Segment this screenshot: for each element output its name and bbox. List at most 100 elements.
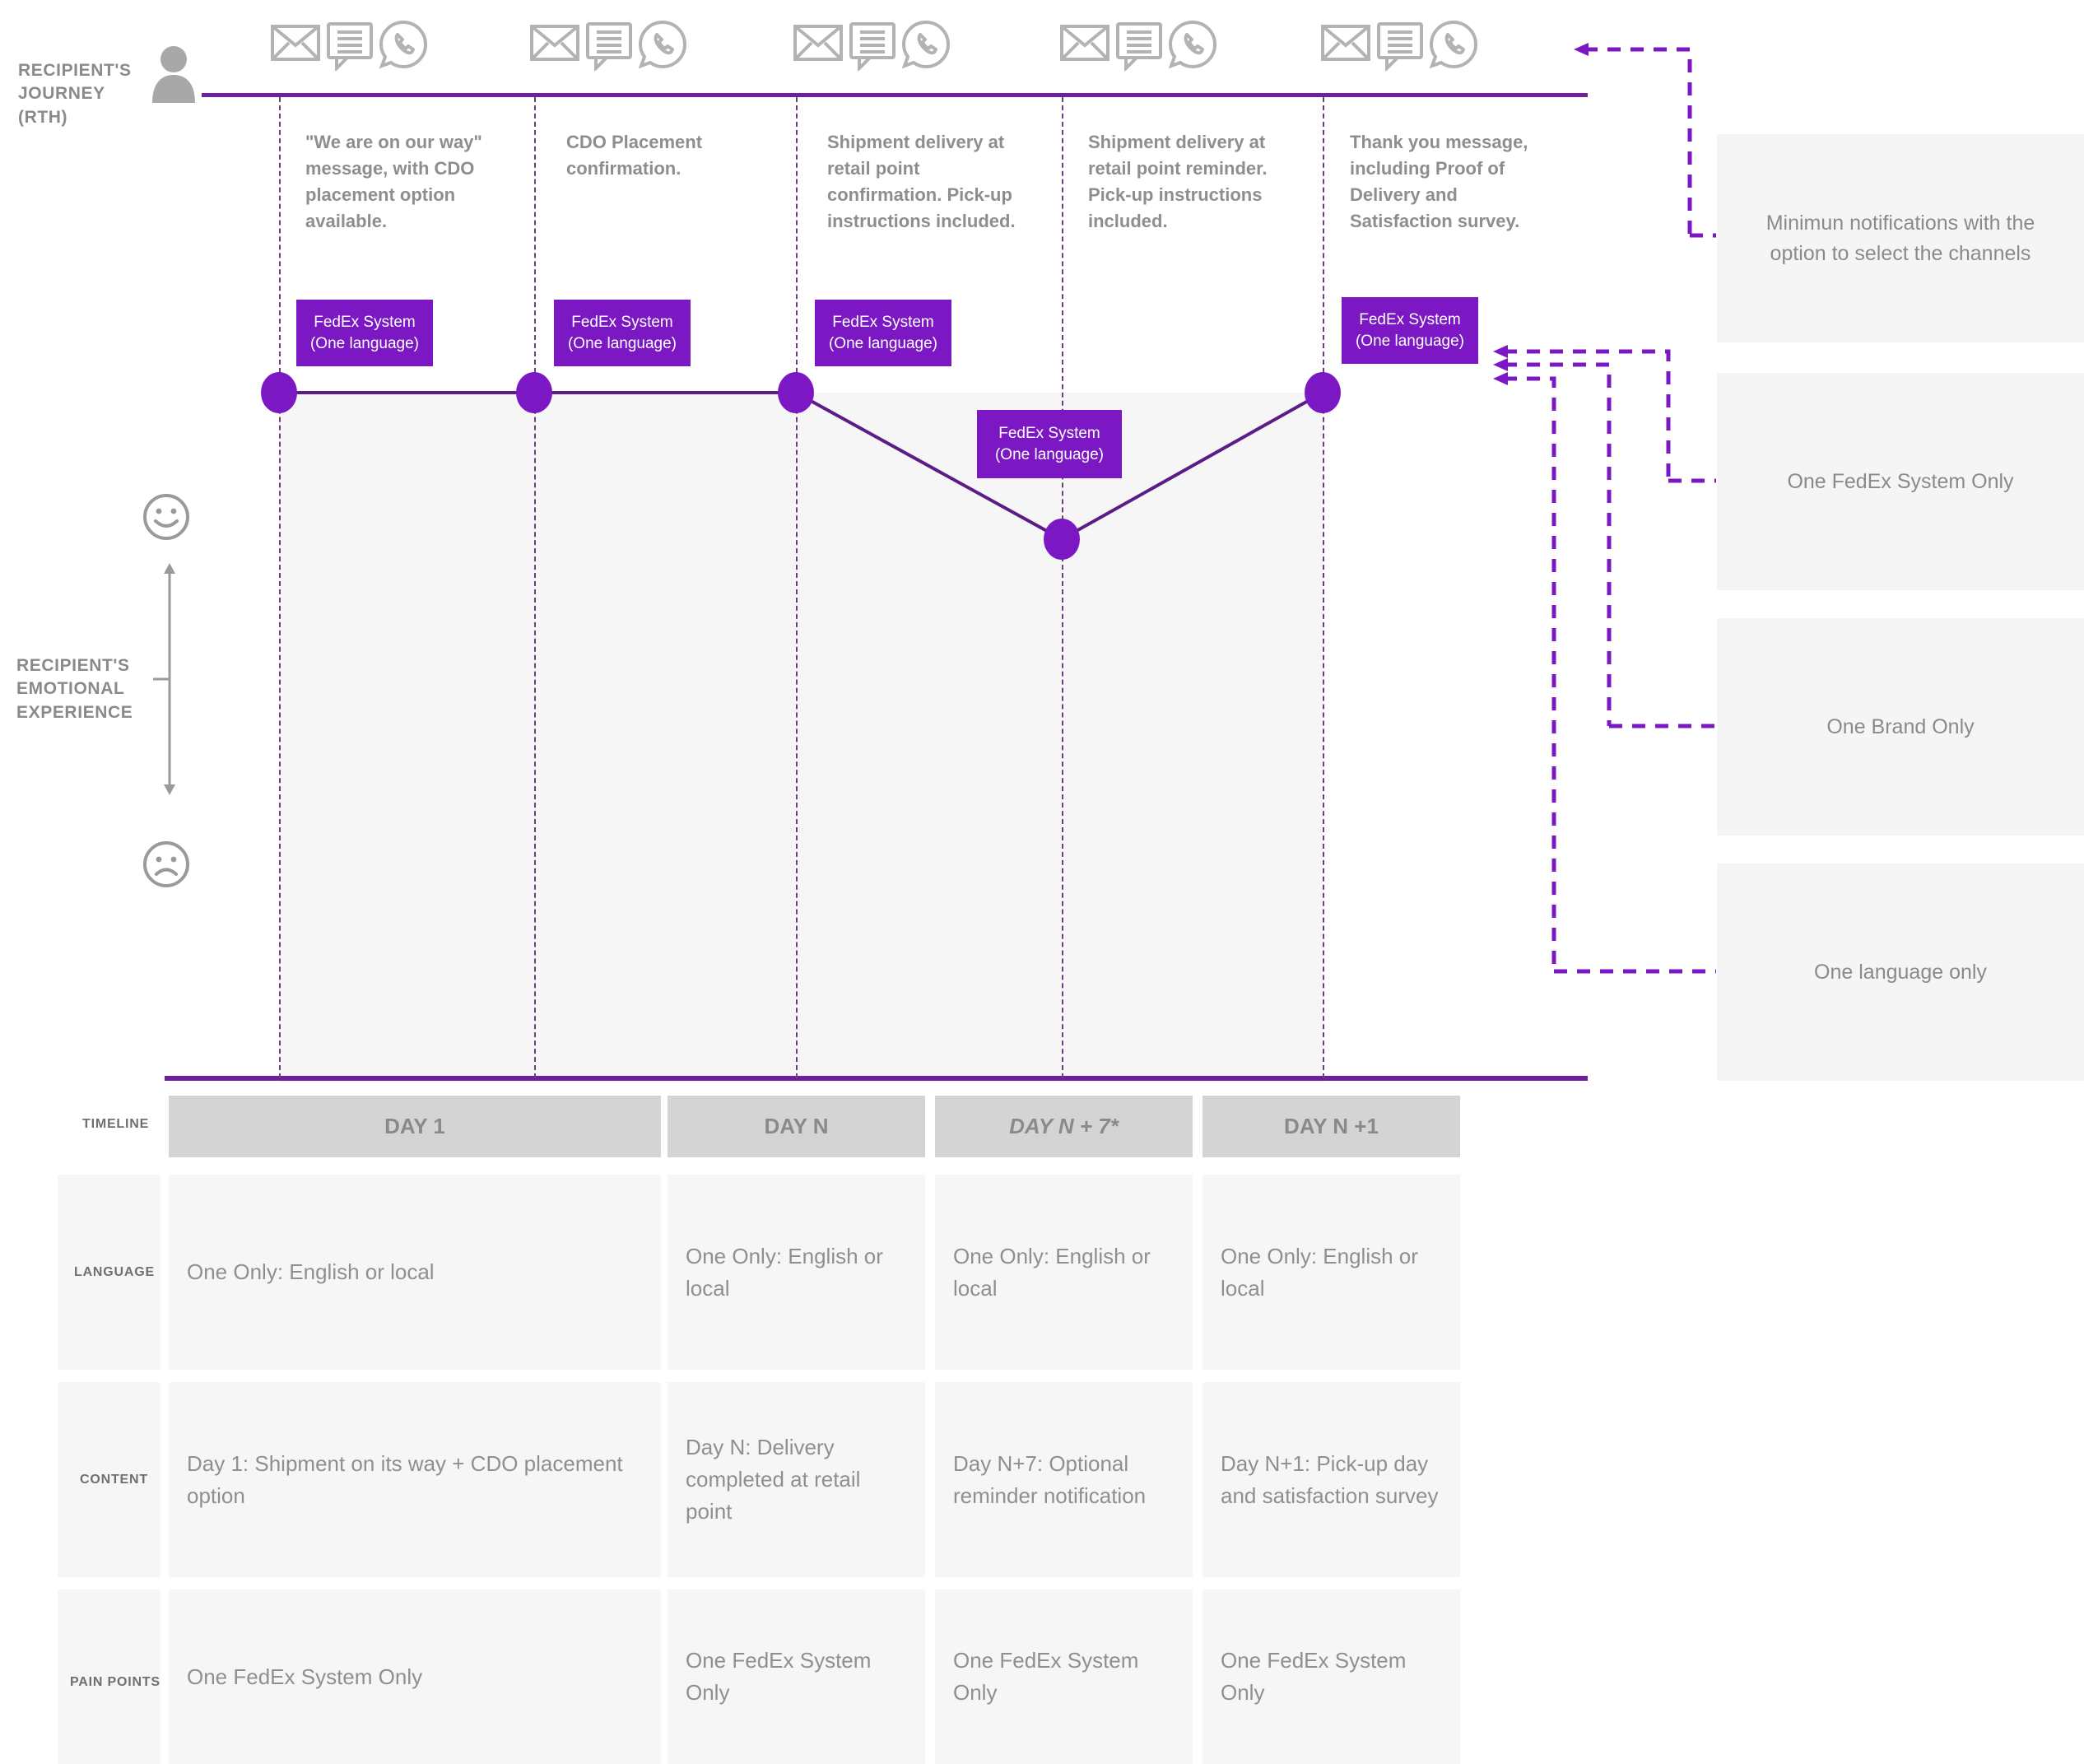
email-icon (1321, 25, 1370, 61)
matrix-cell-pain-dayn1: One FedEx System Only (1202, 1589, 1460, 1764)
phone-call-icon (1168, 20, 1217, 69)
matrix-row-label-language: LANGUAGE (74, 1265, 155, 1279)
timeline-cell-label: DAY 1 (384, 1114, 445, 1138)
timeline-cell-day-n[interactable]: DAY N (668, 1096, 925, 1157)
fedex-tag-line-1: FedEx System (832, 313, 934, 331)
channel-icons-group-4 (1059, 20, 1217, 71)
channel-icons-group-5 (1320, 20, 1478, 71)
sms-chat-icon (327, 22, 373, 71)
email-icon (271, 25, 320, 61)
connector-arrow-3 (1493, 358, 1508, 371)
phone-call-icon (379, 20, 428, 69)
fedex-system-tag-5: FedEx System (One language) (1342, 297, 1478, 364)
matrix-cell-text: One FedEx System Only (686, 1648, 872, 1705)
matrix-cell-pain-dayn7: One FedEx System Only (935, 1589, 1193, 1764)
phone-call-icon (638, 20, 687, 69)
connector-arrow-1 (1574, 43, 1589, 56)
fedex-tag-line-2: (One language) (994, 445, 1105, 463)
matrix-cell-text: One Only: English or local (1221, 1243, 1418, 1301)
matrix-row-label-cell-content (58, 1382, 160, 1577)
matrix-cell-language-dayn7: One Only: English or local (935, 1175, 1193, 1370)
column-divider-1 (279, 97, 281, 1078)
timeline-cell-day-n-plus-7[interactable]: DAY N + 7* (935, 1096, 1193, 1157)
sms-chat-icon (1116, 22, 1162, 71)
email-icon (793, 25, 843, 61)
requirement-card-one-fedex-system[interactable]: One FedEx System Only (1717, 373, 2084, 590)
requirement-card-text: Minimun notifications with the option to… (1765, 212, 2035, 265)
sad-face-icon (143, 841, 189, 887)
matrix-cell-pain-dayn: One FedEx System Only (668, 1589, 925, 1764)
requirement-card-one-language[interactable]: One language only (1717, 863, 2084, 1081)
matrix-cell-content-day1: Day 1: Shipment on its way + CDO placeme… (169, 1382, 661, 1577)
fedex-system-tag-4: FedEx System (One language) (977, 410, 1122, 478)
matrix-cell-content-dayn: Day N: Delivery completed at retail poin… (668, 1382, 925, 1577)
fedex-system-tag-3: FedEx System (One language) (815, 300, 951, 366)
touchpoint-description-1: "We are on our way" message, with CDO pl… (305, 132, 482, 231)
journey-top-rule (202, 93, 1588, 97)
sms-chat-icon (849, 22, 895, 71)
channel-icons-group-1 (270, 20, 428, 71)
matrix-cell-text: Day 1: Shipment on its way + CDO placeme… (187, 1450, 623, 1508)
matrix-cell-text: Day N+7: Optional reminder notification (953, 1450, 1147, 1508)
connector-to-one-brand (1504, 362, 1612, 726)
touchpoint-description-5: Thank you message, including Proof of De… (1350, 132, 1528, 231)
timeline-cell-label: DAY N +1 (1284, 1114, 1379, 1138)
column-divider-2 (534, 97, 536, 1078)
fedex-tag-line-2: (One language) (828, 334, 938, 352)
matrix-cell-text: Day N+1: Pick-up day and satisfaction su… (1221, 1450, 1439, 1508)
timeline-cell-day-n-plus-1[interactable]: DAY N +1 (1202, 1096, 1460, 1157)
matrix-cell-text: One Only: English or local (953, 1243, 1151, 1301)
email-icon (1060, 25, 1109, 61)
connector-to-one-fedex-system (1504, 349, 1671, 481)
fedex-system-tag-1: FedEx System (One language) (296, 300, 433, 366)
column-divider-3 (796, 97, 798, 1078)
matrix-cell-text: One Only: English or local (686, 1243, 883, 1301)
sms-chat-icon (1377, 22, 1423, 71)
phone-call-icon (1429, 20, 1478, 69)
email-icon (530, 25, 579, 61)
recipients-journey-label: RECIPIENT'S JOURNEY (RTH) (18, 61, 132, 127)
matrix-cell-text: Day N: Delivery completed at retail poin… (686, 1435, 861, 1524)
happy-face-icon (143, 494, 189, 540)
connector-arrow-4 (1493, 372, 1508, 385)
requirement-card-minimum-notifications[interactable]: Minimun notifications with the option to… (1717, 134, 2084, 342)
chart-plot-background (279, 393, 1323, 1082)
matrix-row-label-pain-points: PAIN POINTS (70, 1675, 160, 1689)
timeline-row-label: TIMELINE (82, 1117, 150, 1131)
matrix-cell-text: One FedEx System Only (953, 1648, 1139, 1705)
matrix-cell-pain-day1: One FedEx System Only (169, 1589, 661, 1764)
fedex-tag-line-1: FedEx System (314, 313, 416, 331)
connector-to-one-language (1504, 376, 1556, 971)
fedex-tag-line-1: FedEx System (998, 424, 1100, 442)
timeline-cell-label: DAY N + 7* (1009, 1114, 1119, 1138)
matrix-row-label-content: CONTENT (80, 1473, 148, 1487)
touchpoint-description-2: CDO Placement confirmation. (566, 132, 703, 179)
matrix-cell-text: One FedEx System Only (187, 1664, 423, 1689)
matrix-row-label-cell-pain-points (58, 1589, 160, 1764)
requirement-card-one-brand[interactable]: One Brand Only (1717, 618, 2084, 835)
matrix-cell-content-dayn1: Day N+1: Pick-up day and satisfaction su… (1202, 1382, 1460, 1577)
recipients-emotional-experience-label: RECIPIENT'S EMOTIONAL EXPERIENCE (16, 656, 133, 722)
fedex-system-tag-2: FedEx System (One language) (554, 300, 691, 366)
fedex-tag-line-2: (One language) (567, 334, 677, 352)
fedex-tag-line-1: FedEx System (1359, 310, 1461, 328)
chart-baseline-rule (165, 1076, 1588, 1081)
requirement-card-text: One Brand Only (1826, 714, 1975, 738)
touchpoint-description-3: Shipment delivery at retail point confir… (827, 132, 1016, 231)
timeline-cell-label: DAY N (764, 1114, 829, 1138)
matrix-cell-language-dayn: One Only: English or local (668, 1175, 925, 1370)
timeline-cell-day-1[interactable]: DAY 1 (169, 1096, 661, 1157)
matrix-row-label-cell-language (58, 1175, 160, 1370)
emotion-axis-arrow (153, 563, 175, 795)
person-avatar-icon (152, 46, 195, 103)
connector-to-minimum-notifications (1584, 47, 1692, 235)
column-divider-4 (1062, 97, 1063, 1078)
channel-icons-group-2 (529, 20, 687, 71)
fedex-tag-line-2: (One language) (309, 334, 420, 352)
channel-icons-group-3 (793, 20, 951, 71)
requirement-card-text: One language only (1814, 960, 1987, 984)
connector-arrow-2 (1493, 345, 1508, 358)
fedex-tag-line-2: (One language) (1355, 332, 1465, 350)
matrix-cell-language-dayn1: One Only: English or local (1202, 1175, 1460, 1370)
